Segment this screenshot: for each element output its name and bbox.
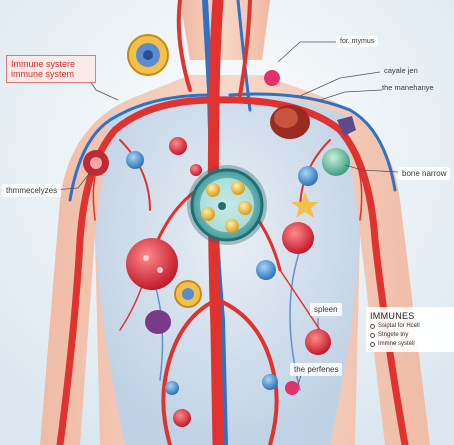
title-line-2: immune system (11, 69, 75, 79)
legend-item-label: Immne systell (378, 341, 415, 347)
label-cayale-jen: cayale jen (384, 66, 418, 75)
lymphocyte-blue-3 (256, 260, 276, 280)
lymphocyte-red-3 (173, 381, 299, 427)
macrophage-cell (270, 105, 310, 139)
legend-heading: IMMUNES (370, 311, 415, 321)
spleen-cell (305, 329, 331, 355)
label-leader-lines (53, 41, 399, 386)
legend-bullet-icon (370, 324, 375, 329)
star-cell (291, 192, 319, 218)
thymus-core (187, 165, 267, 245)
legend-bullet-icon (370, 333, 375, 338)
label-thymecelyzes: thmmecelyzes (2, 184, 62, 197)
label-thymus: for. mymus (336, 36, 379, 47)
legend-item-label: Stngete tny (378, 332, 409, 338)
label-perfenes: the perfenes (290, 363, 343, 376)
purple-cell (337, 116, 356, 136)
legend-bullet-icon (370, 342, 375, 347)
virus-cell-large (126, 238, 178, 290)
label-spleen: spleen (310, 303, 342, 316)
virus-cell-mid (282, 222, 314, 254)
lymphocyte-red-1 (169, 137, 187, 155)
lymphocyte-blue-1 (126, 151, 144, 169)
virus-cell-gold (174, 280, 202, 308)
lymphocyte-blue-4 (165, 374, 278, 395)
legend-panel: IMMUNES Ssiptal for Hcell Stngete tny Im… (366, 307, 454, 352)
label-manehanye: the manehanye (382, 83, 434, 92)
title-line-1: Immune systere (11, 59, 76, 69)
legend-item: Immne systell (370, 340, 454, 349)
immune-cell-pink (264, 70, 280, 86)
lymphocyte-red-2 (190, 164, 202, 176)
lymph-node-left (83, 150, 109, 176)
legend-item: Stngete tny (370, 331, 454, 340)
green-cell (322, 148, 350, 176)
legend-item-label: Ssiptal for Hcell (378, 323, 420, 329)
lymphocyte-blue-2 (298, 166, 318, 186)
macrophage-cell-lower (145, 310, 171, 334)
title-box: Immune systere immune system (6, 55, 96, 83)
virus-cell-top (127, 34, 169, 76)
label-bone-narrow: bone narrow (398, 167, 451, 180)
legend-item: Ssiptal for Hcell (370, 322, 454, 331)
